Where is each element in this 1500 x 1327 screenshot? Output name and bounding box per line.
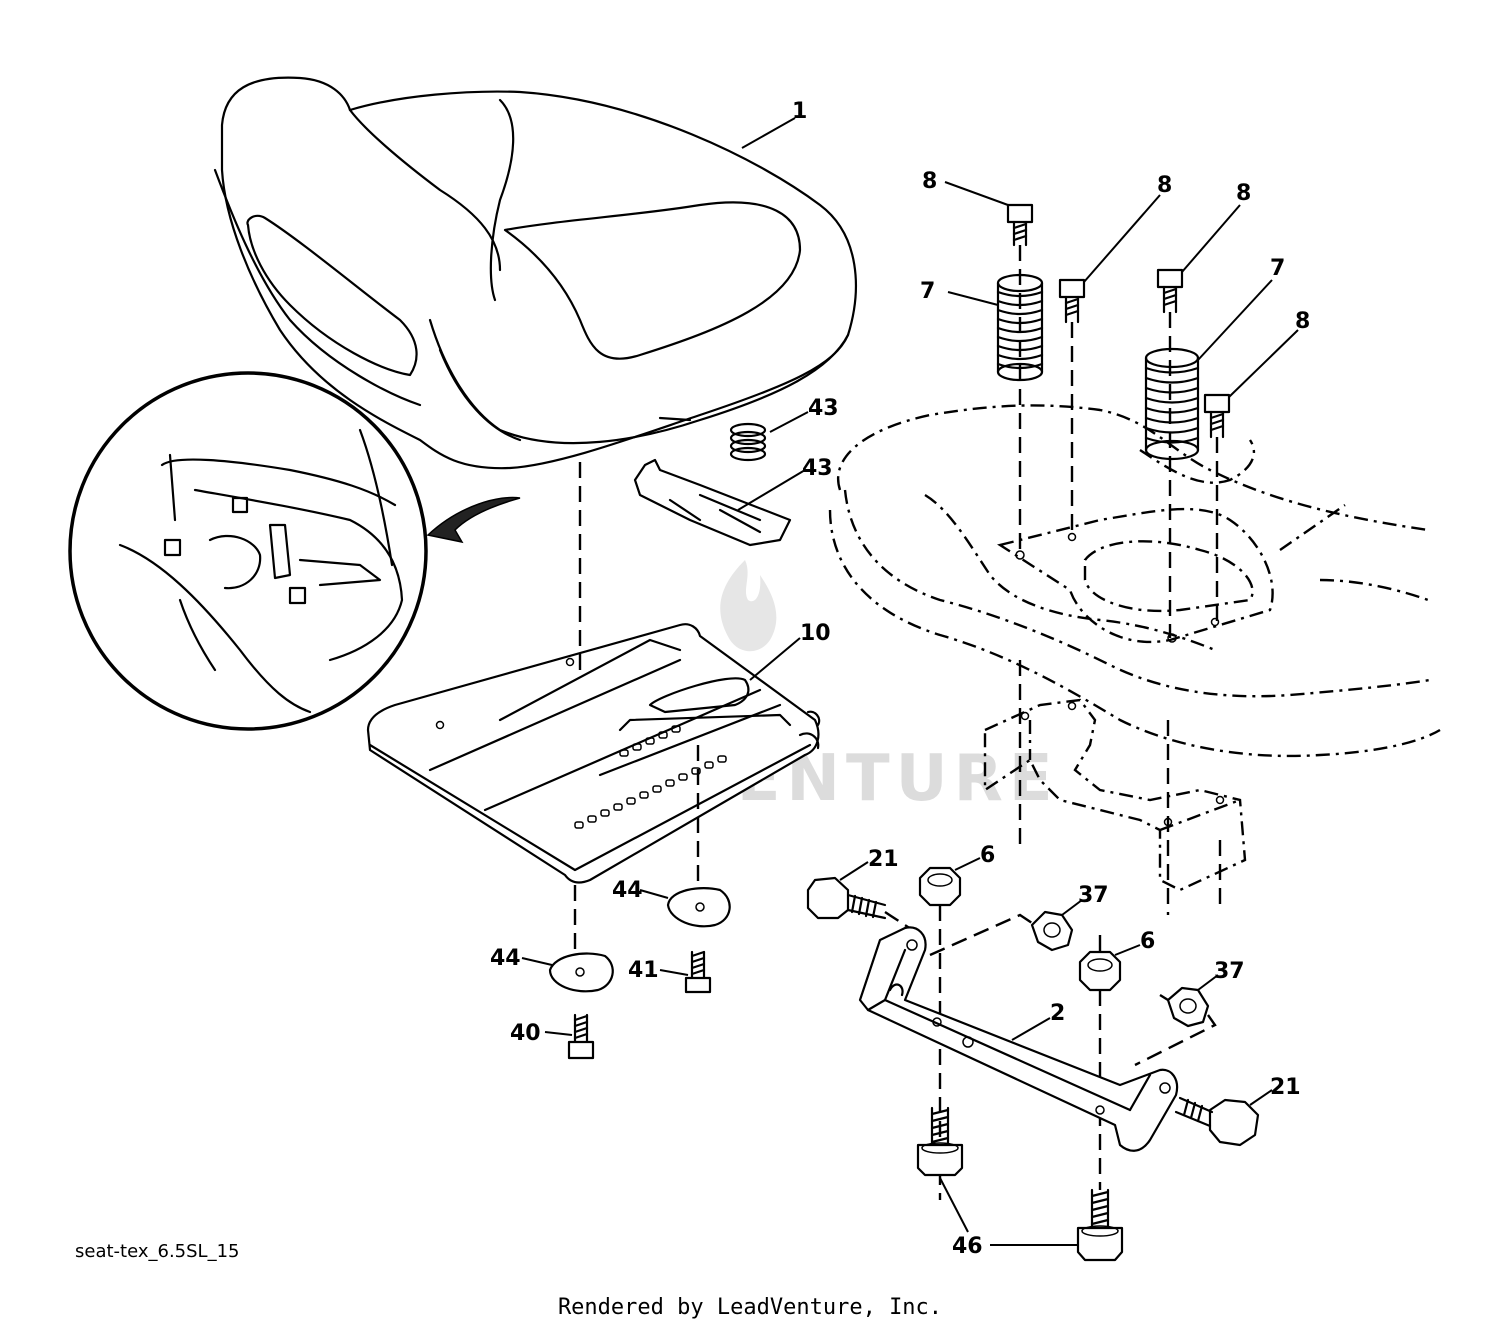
callout-21b-label: 21 [1270, 1075, 1301, 1100]
callout-41-label: 43 [808, 396, 839, 421]
callout-37a-label: 37 [1078, 883, 1109, 908]
callout-37b-label: 37 [1214, 959, 1245, 984]
callout-44-left: 44 [490, 946, 553, 971]
bolt-part-43-left[interactable] [567, 1013, 595, 1060]
seat-part-1[interactable] [213, 76, 857, 470]
spring-part-7-right[interactable] [1144, 347, 1200, 461]
diagram-caption: seat-tex_6.5SL_15 [75, 1241, 240, 1262]
seat-pan-slots [574, 725, 727, 829]
callout-7a-label: 7 [920, 279, 935, 304]
seat-pan-part-10[interactable] [366, 623, 821, 884]
callout-1: 1 [741, 99, 807, 149]
frame-bracket-reference [983, 698, 1247, 892]
centerline-nut-37b [1134, 993, 1217, 1067]
nut-part-37-a[interactable] [1030, 910, 1074, 952]
latch-bracket-part-40[interactable] [633, 458, 792, 547]
callout-10-label: 10 [800, 621, 831, 646]
callout-41: 43 [769, 396, 839, 433]
nut-part-6-b[interactable] [1078, 950, 1122, 992]
fender-reference [828, 404, 1441, 758]
callout-8-d: 8 [1228, 309, 1310, 398]
centerline-nut-37a [929, 913, 1036, 957]
callout-8b-label: 8 [1157, 173, 1172, 198]
callout-44a-label: 44 [490, 946, 521, 971]
spring-part-41[interactable] [729, 422, 767, 462]
callout-44-right: 44 [612, 878, 669, 903]
callout-8-c: 8 [1181, 181, 1251, 273]
callout-43-right: 41 [628, 958, 689, 983]
callout-40: 43 [737, 456, 833, 511]
callout-1-label: 1 [792, 99, 807, 124]
callout-7b-label: 7 [1270, 256, 1285, 281]
callout-8d-label: 8 [1295, 309, 1310, 334]
callout-10: 10 [749, 621, 831, 681]
callout-46-label: 46 [952, 1234, 983, 1259]
callout-21-right: 21 [1249, 1075, 1301, 1106]
watermark-flame-icon [720, 560, 777, 652]
bolt-part-8-c[interactable] [1156, 268, 1184, 314]
callout-43b-label: 41 [628, 958, 659, 983]
callout-43a-label: 40 [510, 1021, 541, 1046]
bolt-part-8-a[interactable] [1006, 203, 1034, 247]
callout-8a-label: 8 [922, 169, 937, 194]
callout-21-left: 21 [839, 847, 899, 881]
callout-37-a: 37 [1061, 883, 1109, 916]
washer-part-44-right[interactable] [666, 887, 731, 928]
callout-7-right: 7 [1197, 256, 1285, 361]
callout-8-a: 8 [922, 169, 1009, 206]
callout-40-label: 43 [802, 456, 833, 481]
callout-2: 2 [1011, 1001, 1065, 1041]
callout-37-b: 37 [1197, 959, 1245, 991]
callout-21a-label: 21 [868, 847, 899, 872]
callout-46: 46 [939, 1177, 1078, 1259]
callout-6-a: 6 [954, 843, 995, 871]
nut-part-6-a[interactable] [918, 866, 962, 907]
callout-6b-label: 6 [1140, 929, 1155, 954]
bolt-part-46-right[interactable] [1076, 1188, 1124, 1262]
bolt-part-8-b[interactable] [1058, 278, 1086, 324]
bolt-part-8-d[interactable] [1203, 393, 1231, 439]
detail-view-latch [68, 371, 521, 731]
callout-2-label: 2 [1050, 1001, 1065, 1026]
callout-44b-label: 44 [612, 878, 643, 903]
callout-7-left: 7 [920, 279, 999, 306]
bolt-part-43-right[interactable] [684, 950, 712, 994]
callout-8-b: 8 [1083, 173, 1172, 283]
washer-part-44-left[interactable] [548, 952, 614, 993]
footer-credit: Rendered by LeadVenture, Inc. [558, 1295, 942, 1320]
nut-part-37-b[interactable] [1166, 986, 1210, 1028]
callout-6-b: 6 [1114, 929, 1155, 956]
callout-6a-label: 6 [980, 843, 995, 868]
bolt-part-21-left[interactable] [806, 876, 887, 920]
callout-43-left: 40 [510, 1021, 573, 1046]
bolt-part-21-right[interactable] [1174, 1096, 1260, 1147]
mount-bracket-part-2[interactable] [858, 926, 1179, 1152]
bolt-part-46-left[interactable] [916, 1106, 964, 1177]
callout-8c-label: 8 [1236, 181, 1251, 206]
